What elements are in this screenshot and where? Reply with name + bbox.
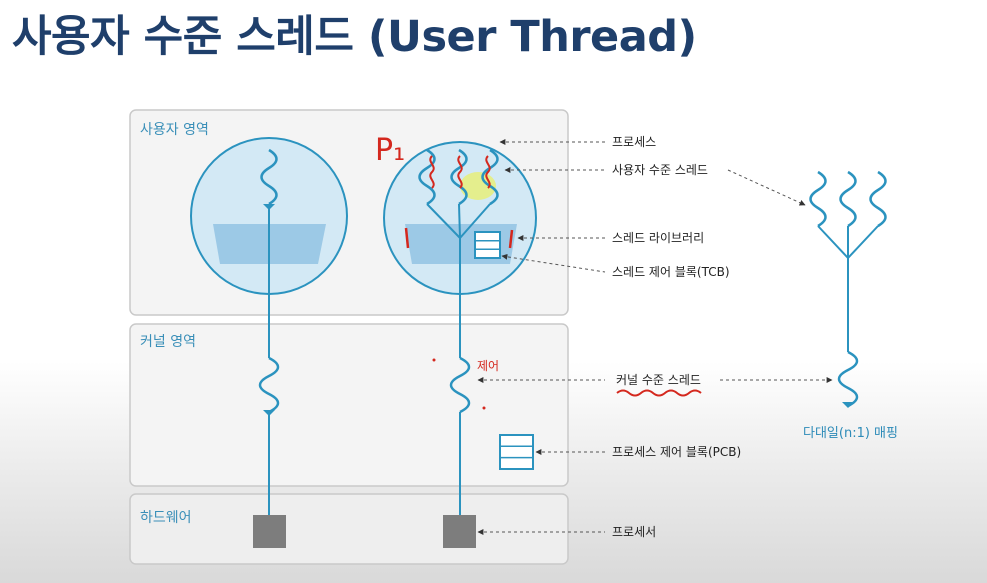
callout-processor: 프로세서 (612, 525, 656, 539)
handwritten-annotations: P₁ 제어 (375, 133, 702, 410)
processor-left (253, 515, 286, 548)
callout-pcb: 프로세스 제어 블록(PCB) (612, 445, 741, 459)
callout-tcb: 스레드 제어 블록(TCB) (612, 265, 730, 279)
annotation-thread-3 (485, 155, 491, 189)
hardware-label: 하드웨어 (140, 510, 192, 526)
annotation-p1: P₁ (375, 133, 405, 168)
mapping-thread-2 (839, 170, 857, 228)
annotation-underline (616, 389, 702, 397)
multi-thread-process (383, 141, 537, 548)
branch-3 (459, 203, 491, 239)
n-to-1-mapping-illustration: 다대일(n:1) 매핑 (803, 170, 898, 441)
kernel-area-label: 커널 영역 (140, 334, 196, 350)
user-thread-squiggle-left (260, 148, 278, 206)
single-thread-process (190, 137, 348, 548)
kernel-area-panel (129, 323, 569, 487)
user-thread-squiggle-3 (481, 148, 499, 206)
mapping-branch-3 (847, 225, 879, 259)
kernel-thread-squiggle-left (258, 356, 280, 414)
pcb-box (499, 434, 534, 470)
annotation-dot-1 (432, 358, 436, 362)
leader-tcb (501, 253, 606, 273)
mapping-branch-1 (817, 225, 849, 259)
callout-kernel-thread: 커널 수준 스레드 (616, 373, 701, 387)
callout-process: 프로세스 (612, 135, 656, 149)
annotation-kernel-note: 제어 (477, 359, 499, 373)
annotation-dot-2 (482, 406, 486, 410)
mapping-thread-3 (869, 170, 887, 228)
leader-mapping (727, 169, 806, 206)
mapping-thread-1 (809, 170, 827, 228)
callout-leaders (477, 139, 833, 535)
annotation-thread-1 (429, 155, 435, 189)
mapping-kernel-squiggle (837, 350, 859, 408)
branch-2 (458, 203, 461, 239)
slide-title: 사용자 수준 스레드 (User Thread) (12, 12, 697, 62)
annotation-bracket-right (508, 229, 514, 249)
callout-thread-library: 스레드 라이브러리 (612, 231, 704, 245)
mapping-kernel-head (842, 402, 854, 408)
tcb-box (474, 231, 501, 259)
user-area-label: 사용자 영역 (140, 122, 209, 138)
kernel-thread-squiggle-right (449, 356, 471, 414)
processor-right (443, 515, 476, 548)
kernel-thread-head-left (263, 410, 275, 416)
annotation-thread-2 (457, 155, 463, 189)
branch-1 (426, 203, 461, 239)
mapping-label: 다대일(n:1) 매핑 (803, 426, 898, 441)
callout-user-thread: 사용자 수준 스레드 (612, 163, 708, 177)
hardware-panel (129, 493, 569, 565)
user-thread-squiggle-1 (418, 148, 436, 206)
user-thread-squiggle-2 (450, 148, 468, 206)
annotation-bracket-left (404, 227, 410, 249)
